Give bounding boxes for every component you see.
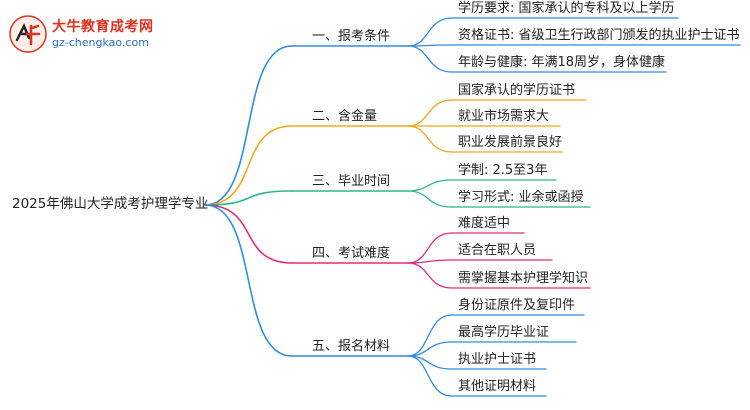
- leaf-label: 年龄与健康: 年满18周岁，身体健康: [458, 55, 666, 70]
- leaf-connector: [407, 125, 453, 153]
- leaf-connector: [407, 17, 453, 47]
- logo: 大牛教育成考网 gz-chengkao.com: [8, 14, 208, 58]
- leaf-connector: [407, 262, 453, 289]
- leaf-label: 资格证书: 省级卫生行政部门颁发的执业护士证书: [458, 28, 740, 43]
- leaf-label: 学习形式: 业余或函授: [458, 190, 584, 205]
- leaf-label: 难度适中: [458, 216, 511, 231]
- leaf-label: 学制: 2.5至3年: [458, 163, 548, 178]
- branch-label: 四、考试难度: [312, 246, 391, 261]
- leaf-label: 需掌握基本护理学知识: [458, 271, 589, 286]
- branch-connector: [204, 204, 293, 264]
- root-topic: 2025年佛山大学成考护理学专业: [12, 196, 209, 212]
- branch-connector: [204, 125, 293, 206]
- leaf-label: 最高学历毕业证: [458, 325, 550, 340]
- leaf-label: 职业发展前景良好: [458, 135, 563, 150]
- leaf-connector: [407, 179, 453, 192]
- leaf-connector: [407, 314, 453, 357]
- leaf-label: 国家承认的学历证书: [458, 83, 576, 98]
- leaf-label: 适合在职人员: [458, 243, 537, 258]
- leaf-connector: [407, 99, 453, 127]
- branch-label: 二、含金量: [312, 109, 378, 124]
- logo-name: 大牛教育成考网: [52, 19, 154, 35]
- branch-label: 一、报考条件: [312, 29, 391, 44]
- branch-connector: [204, 45, 293, 206]
- leaf-label: 执业护士证书: [458, 352, 537, 367]
- logo-url: gz-chengkao.com: [52, 36, 149, 49]
- leaf-connector: [407, 190, 453, 208]
- logo-icon: [9, 15, 47, 53]
- branch-connector: [204, 204, 293, 357]
- leaf-connector: [407, 355, 453, 397]
- leaf-label: 其他证明材料: [458, 379, 537, 394]
- branch-connector: [204, 190, 293, 206]
- leaf-connector: [407, 45, 453, 73]
- leaf-label: 身份证原件及复印件: [458, 298, 576, 313]
- leaf-label: 就业市场需求大: [458, 109, 550, 124]
- branch-label: 五、报名材料: [312, 339, 391, 354]
- leaf-connector: [407, 232, 453, 264]
- branch-label: 三、毕业时间: [312, 174, 391, 189]
- leaf-label: 学历要求: 国家承认的专科及以上学历: [458, 1, 675, 16]
